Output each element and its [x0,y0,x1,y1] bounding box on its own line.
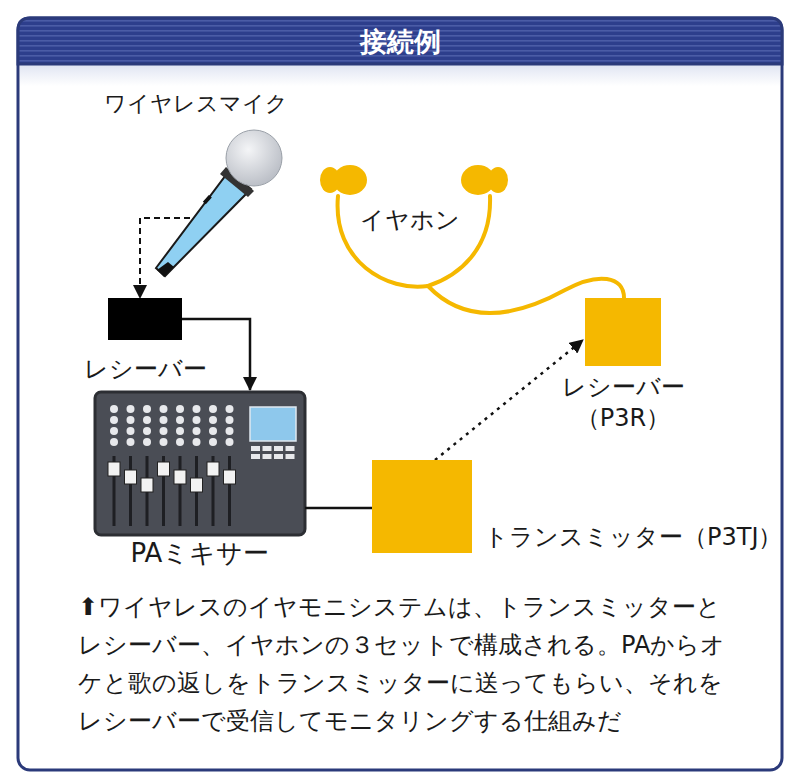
mixer-button [251,446,260,451]
mixer-knob [143,405,151,413]
fader-cap [158,462,170,476]
frame [18,18,782,770]
mixer-knob [160,405,168,413]
mixer-knob [176,427,184,435]
connector [305,507,372,510]
mixer-knob [193,427,201,435]
fader-cap [174,470,186,484]
mixer-button [251,454,260,459]
title-band [18,18,782,64]
mixer-knob [209,427,217,435]
mixer-knob [127,405,135,413]
mixer-knob [176,438,184,446]
mixer-button [286,446,295,451]
mixer-knob [160,427,168,435]
transmitter-box: トランスミッター（P3TJ） [372,460,472,553]
fader-slot [228,456,231,526]
mixer-knob [143,438,151,446]
receiver-box: レシーバー [108,298,182,340]
earbud-left [320,165,367,195]
part-label: イヤホン [360,206,460,235]
mixer-button [263,446,272,451]
mixer-button [286,454,295,459]
connector [140,218,190,298]
mixer-knob [226,427,234,435]
fader-slot [179,456,182,526]
mixer-knob [110,427,118,435]
fader-cap [224,470,236,484]
mixer-knob [110,416,118,424]
mixer-knob [127,416,135,424]
mixer-knob [110,405,118,413]
title-text: 接続例 [18,22,782,62]
mixer-knob [176,416,184,424]
caption-text: ⬆ワイヤレスのイヤモニシステムは、トランスミッターとレシーバー、イヤホンの３セッ… [78,588,738,740]
fader-cap [125,470,137,484]
node-label: レシーバー [84,354,207,384]
connector [435,340,583,460]
mixer-knob [143,416,151,424]
mixer-knob [160,416,168,424]
fader-cap [207,462,219,476]
node-label: レシーバー （P3R） [538,372,708,434]
mixer-knob [176,405,184,413]
fader-cap [141,478,153,492]
mixer-button [274,446,283,451]
fader-slot [129,456,132,526]
node-label: ワイヤレスマイク [104,90,288,118]
mixer-knob [110,438,118,446]
fader-cap [191,478,203,492]
mixer-knob [209,416,217,424]
mixer-knob [226,416,234,424]
pa-mixer [95,392,305,535]
mixer-button [263,454,272,459]
mixer-knob [193,438,201,446]
mixer-knob [143,427,151,435]
mixer-knob [160,438,168,446]
microphone-node: ワイヤレスマイク [190,130,285,280]
mixer-node: PAミキサー [95,390,305,537]
mixer-knob [209,438,217,446]
mixer-knob [226,405,234,413]
receiver-p3r-box: レシーバー （P3R） [585,298,661,366]
mixer-knob [209,405,217,413]
mixer-button [274,454,283,459]
microphone [156,130,282,277]
node-label: トランスミッター（P3TJ） [484,522,782,552]
earbud-right [461,165,508,195]
earphones [338,196,624,313]
mixer-knob [127,438,135,446]
title-shadow [20,64,780,86]
node-label: PAミキサー [131,537,270,570]
mixer-knob [193,416,201,424]
mixer-knob [127,427,135,435]
mixer-knob [193,405,201,413]
fader-cap [108,462,120,476]
mixer-knob [226,438,234,446]
